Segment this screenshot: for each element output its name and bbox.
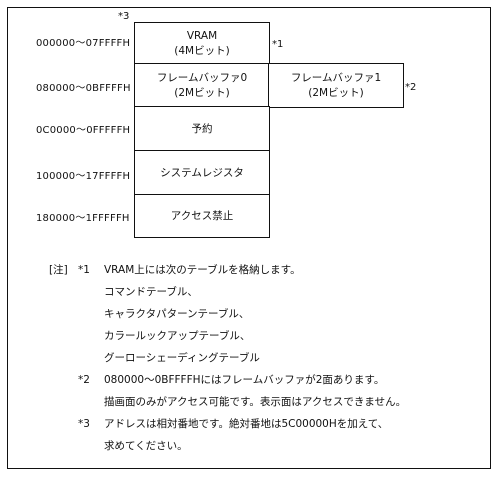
- address-label-vram: 000000～07FFFFH: [36, 38, 131, 49]
- block-frame-buffer-0-name: フレームバッファ0: [156, 71, 248, 84]
- address-label-system-register: 100000～17FFFFH: [36, 171, 131, 182]
- note-mark-1: *1: [272, 39, 284, 50]
- block-frame-buffer-1-size: (2Mビット): [308, 86, 364, 99]
- note-2-line: 描画面のみがアクセス可能です。表示面はアクセスできません。: [104, 396, 407, 408]
- note-3-line: 求めてください。: [104, 440, 188, 452]
- note-1-line: VRAM上には次のテーブルを格納します。: [104, 264, 301, 276]
- address-label-no-access: 180000～1FFFFFH: [36, 213, 130, 224]
- block-vram-size: (4Mビット): [174, 44, 230, 57]
- block-frame-buffer-1: フレームバッファ1 (2Mビット): [268, 63, 404, 108]
- figure-frame: [7, 7, 491, 469]
- note-mark-2: *2: [405, 82, 417, 93]
- block-no-access-label: アクセス禁止: [170, 209, 234, 222]
- note-1-line: コマンドテーブル、: [104, 286, 198, 298]
- block-reserved: 予約: [134, 106, 270, 152]
- note-mark-3: *3: [118, 11, 130, 22]
- address-label-reserved: 0C0000～0FFFFFH: [36, 125, 131, 136]
- note-1-line: グーローシェーディングテーブル: [104, 352, 260, 364]
- block-system-register-label: システムレジスタ: [160, 166, 244, 179]
- note-3-mark: *3: [78, 418, 90, 430]
- note-1-line: カラールックアップテーブル、: [104, 330, 251, 342]
- note-2-line: 080000～0BFFFFHにはフレームバッファが2面あります。: [104, 374, 385, 386]
- block-frame-buffer-0: フレームバッファ0 (2Mビット): [134, 63, 270, 108]
- block-frame-buffer-1-name: フレームバッファ1: [290, 71, 382, 84]
- note-2-mark: *2: [78, 374, 90, 386]
- block-no-access: アクセス禁止: [134, 194, 270, 238]
- note-1-mark: *1: [78, 264, 90, 276]
- block-reserved-label: 予約: [191, 122, 213, 135]
- block-vram-name: VRAM: [186, 29, 218, 42]
- notes-heading: [注]: [49, 264, 68, 276]
- block-system-register: システムレジスタ: [134, 150, 270, 196]
- note-1-line: キャラクタパターンテーブル、: [104, 308, 250, 320]
- address-label-frame-buffer: 080000～0BFFFFH: [36, 83, 131, 94]
- block-frame-buffer-0-size: (2Mビット): [174, 86, 230, 99]
- block-vram: VRAM (4Mビット): [134, 22, 270, 65]
- note-3-line: アドレスは相対番地です。絶対番地は5C00000Hを加えて、: [104, 418, 389, 430]
